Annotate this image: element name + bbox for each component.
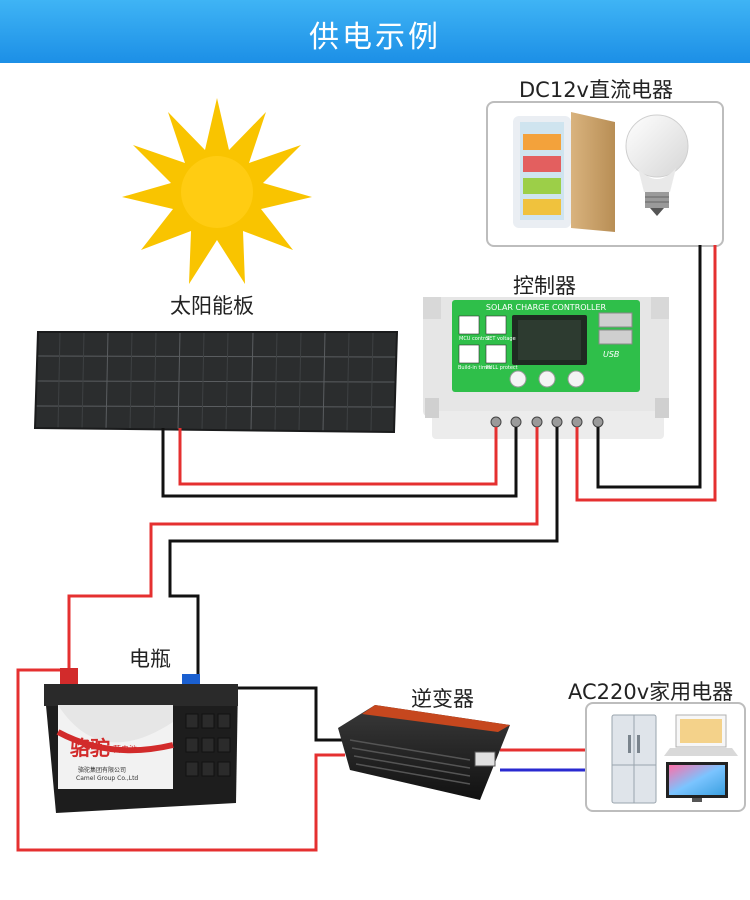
usb-label: USB bbox=[603, 350, 619, 359]
controller-label: 控制器 bbox=[513, 274, 576, 298]
ac-appliances-label: AC220v家用电器 bbox=[568, 680, 734, 704]
solar-charge-controller: SOLAR CHARGE CONTROLLER MCU control SET … bbox=[423, 297, 669, 439]
battery-brand: 骆驼 bbox=[70, 736, 110, 760]
battery-brand-sub: 蓄电池 bbox=[113, 744, 137, 754]
controller-brand-text: SOLAR CHARGE CONTROLLER bbox=[486, 303, 607, 312]
controller-icon-set: SET voltage bbox=[486, 336, 516, 342]
battery-maker-cn: 骆驼集团有限公司 bbox=[78, 766, 126, 774]
battery-maker-en: Camel Group Co.,Ltd bbox=[76, 775, 138, 782]
power-inverter bbox=[338, 705, 510, 800]
wiring bbox=[16, 245, 717, 852]
car-battery: 骆驼 蓄电池 骆驼集团有限公司 Camel Group Co.,Ltd bbox=[44, 668, 238, 813]
page-title: 供电示例 bbox=[309, 20, 441, 55]
header-banner: 供电示例 bbox=[0, 0, 750, 63]
battery-label: 电瓶 bbox=[129, 647, 171, 671]
solar-panel bbox=[33, 331, 399, 434]
sun-icon bbox=[122, 98, 312, 284]
tv-icon bbox=[666, 762, 728, 802]
dc-appliances-label: DC12v直流电器 bbox=[519, 78, 673, 102]
controller-icon-mcu: MCU control bbox=[459, 336, 489, 342]
laptop-icon bbox=[664, 714, 738, 756]
mini-fridge-icon bbox=[513, 112, 615, 232]
light-bulb-icon bbox=[625, 114, 689, 216]
controller-icon-full: FULL protect bbox=[486, 365, 518, 371]
ac-fridge-icon bbox=[611, 714, 657, 804]
inverter-label: 逆变器 bbox=[411, 687, 474, 711]
controller-icon-timer: Build-in timer bbox=[458, 365, 493, 371]
solar-panel-label: 太阳能板 bbox=[170, 294, 254, 318]
